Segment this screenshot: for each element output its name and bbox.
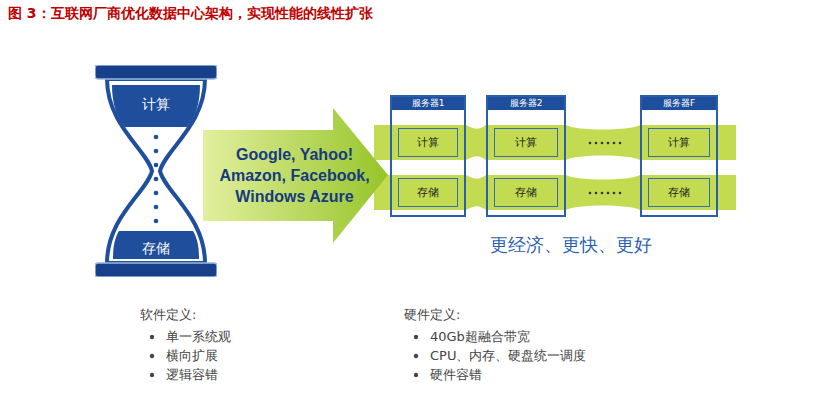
- server-box: 服务器1 计算存储: [390, 95, 466, 217]
- compute-band: [374, 125, 736, 160]
- server-box: 服务器2 计算存储: [486, 95, 566, 217]
- hourglass-shape: 计算存储: [95, 65, 217, 277]
- resource-label: 存储: [515, 185, 537, 200]
- resource-label: 存储: [417, 185, 439, 200]
- resource-label: 存储: [668, 185, 690, 200]
- server-header: 服务器F: [642, 97, 716, 110]
- arrow-shape: Google, Yahoo! Amazon, Facebook, Windows…: [203, 108, 388, 243]
- resource-cell: 存储: [398, 178, 458, 207]
- server-header: 服务器2: [488, 97, 564, 110]
- list-heading: 硬件定义:: [404, 306, 460, 324]
- resource-cell: 存储: [494, 178, 558, 207]
- benefit-slogan: 更经济、更快、更好: [490, 236, 652, 254]
- list-item: 逻辑容错: [166, 366, 218, 384]
- list-item: 横向扩展: [166, 347, 218, 365]
- list-heading: 软件定义:: [140, 306, 196, 324]
- figure-title: 图 3：互联网厂商优化数据中心架构，实现性能的线性扩张: [8, 5, 373, 23]
- list-item: 硬件容错: [430, 366, 482, 384]
- resource-label: 计算: [668, 135, 690, 150]
- resource-cell: 存储: [648, 178, 710, 207]
- server-header: 服务器1: [392, 97, 464, 110]
- resource-label: 计算: [515, 135, 537, 150]
- resource-cell: 计算: [494, 128, 558, 157]
- list-item: 40Gb超融合带宽: [430, 328, 530, 346]
- storage-band: [374, 175, 736, 210]
- list-item: CPU、内存、硬盘统一调度: [430, 347, 586, 365]
- server-box: 服务器F 计算存储: [640, 95, 718, 217]
- ellipsis-dots: [589, 142, 622, 195]
- hourglass-label: 存储: [139, 239, 173, 257]
- resource-cell: 计算: [648, 128, 710, 157]
- hourglass-label: 计算: [139, 95, 173, 113]
- resource-cell: 计算: [398, 128, 458, 157]
- resource-label: 计算: [417, 135, 439, 150]
- list-item: 单一系统观: [166, 328, 231, 346]
- company-list: Google, Yahoo! Amazon, Facebook, Windows…: [209, 144, 381, 207]
